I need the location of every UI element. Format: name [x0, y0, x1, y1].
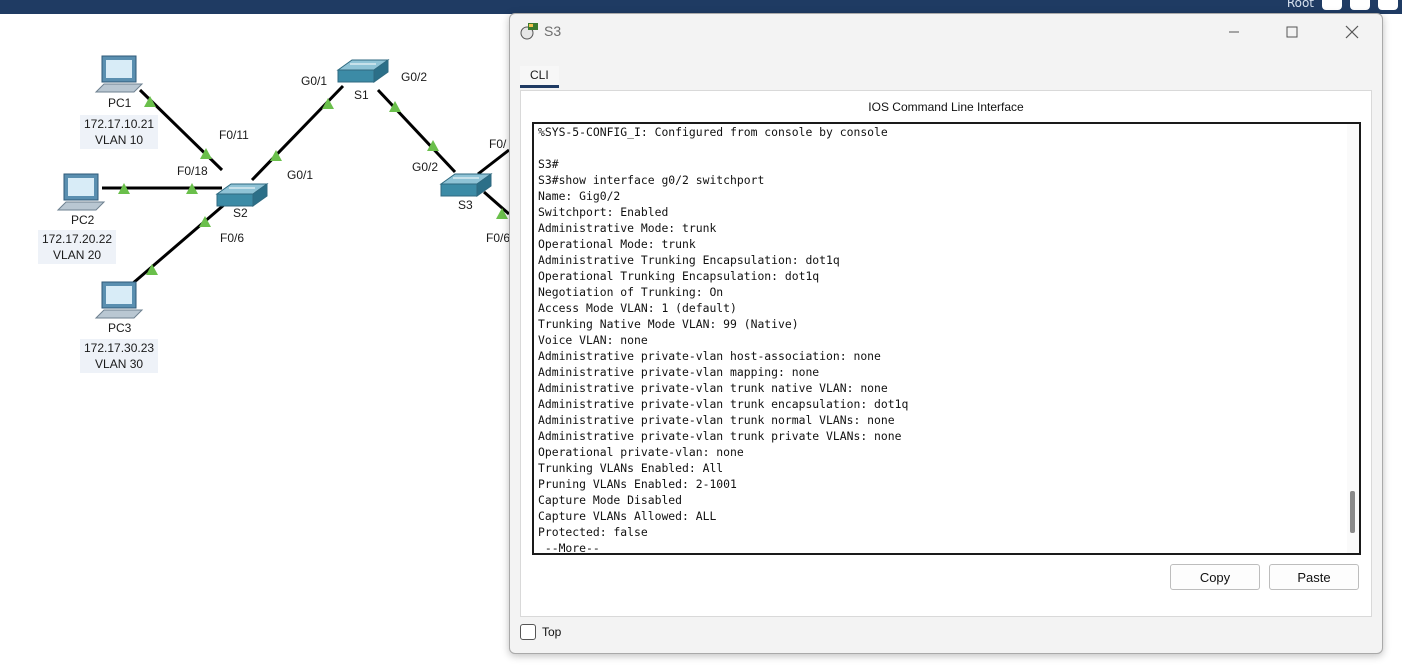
link-up-indicator	[322, 98, 334, 109]
switch-s3-icon	[439, 173, 493, 197]
pc3-name: PC3	[108, 321, 132, 335]
link-s3-right-top	[477, 148, 509, 176]
scrollbar-thumb[interactable]	[1350, 491, 1355, 533]
undo-icon[interactable]	[1320, 0, 1344, 12]
panel-title: IOS Command Line Interface	[868, 100, 1024, 114]
top-checkbox-row[interactable]: Top	[520, 624, 561, 640]
port-label-s2-f06: F0/6	[220, 231, 245, 245]
user-label: Root	[1286, 0, 1314, 10]
pc3-vlan: VLAN 30	[95, 357, 144, 371]
pc2-name: PC2	[71, 213, 95, 227]
port-label-s3-f0-bottom: F0/6	[486, 231, 511, 245]
link-up-indicator	[118, 183, 130, 194]
paste-button[interactable]: Paste	[1269, 564, 1359, 590]
port-label-s2-g01: G0/1	[287, 168, 314, 182]
pc1-vlan: VLAN 10	[95, 133, 144, 147]
link-up-indicator	[270, 150, 282, 161]
minimize-icon	[1229, 31, 1239, 33]
maximize-icon	[1286, 26, 1298, 38]
bell-icon[interactable]	[1348, 0, 1372, 12]
pc3-info: 172.17.30.23 VLAN 30	[80, 339, 159, 373]
window-titlebar[interactable]: S3	[510, 14, 1382, 48]
pc2-vlan: VLAN 20	[53, 248, 102, 262]
top-checkbox[interactable]	[520, 624, 536, 640]
close-icon	[1345, 25, 1359, 39]
link-s2-s1	[250, 84, 345, 182]
link-s3-right-bottom	[483, 190, 509, 216]
link-pc3-s2	[131, 202, 226, 286]
port-label-s3-g02: G0/2	[412, 160, 439, 174]
link-up-indicator	[186, 183, 198, 194]
app-icon	[520, 23, 538, 40]
link-up-indicator	[146, 264, 158, 275]
tab-bar: CLI	[520, 64, 559, 88]
pc1-icon	[94, 55, 144, 93]
settings-icon[interactable]	[1376, 0, 1400, 12]
switch-s1-icon	[336, 59, 390, 83]
link-s1-s3	[376, 88, 457, 174]
port-label-s1-g02: G0/2	[401, 70, 428, 84]
pc2-ip: 172.17.20.22	[42, 232, 113, 246]
link-up-indicator	[496, 208, 508, 219]
s3-name: S3	[458, 198, 473, 212]
pc1-info: 172.17.10.21 VLAN 10	[80, 115, 159, 149]
s2-name: S2	[233, 206, 248, 220]
port-label-s3-f0-top: F0/	[489, 137, 507, 151]
link-up-indicator	[427, 140, 439, 151]
port-label-s1-g01: G0/1	[301, 74, 328, 88]
link-up-indicator	[199, 216, 211, 227]
maximize-button[interactable]	[1272, 18, 1312, 46]
port-label-s2-f018: F0/18	[177, 164, 208, 178]
cli-panel: IOS Command Line Interface %SYS-5-CONFIG…	[520, 90, 1372, 617]
pc3-icon	[94, 281, 144, 319]
copy-button[interactable]: Copy	[1170, 564, 1260, 590]
link-up-indicator	[144, 96, 156, 107]
pc1-name: PC1	[108, 96, 132, 110]
tab-cli[interactable]: CLI	[520, 66, 559, 88]
top-checkbox-label: Top	[542, 625, 562, 639]
port-label-s2-f011: F0/11	[219, 128, 249, 142]
topology-canvas[interactable]: PC1 172.17.10.21 VLAN 10 PC2 172.17.20.2…	[0, 14, 511, 670]
pc3-ip: 172.17.30.23	[84, 341, 155, 355]
cli-terminal[interactable]: %SYS-5-CONFIG_I: Configured from console…	[532, 122, 1361, 555]
minimize-button[interactable]	[1214, 18, 1254, 46]
link-up-indicator	[389, 101, 401, 112]
topology-links	[56, 55, 509, 319]
link-up-indicator	[200, 148, 212, 159]
s1-name: S1	[354, 88, 369, 102]
close-button[interactable]	[1332, 18, 1372, 46]
switch-s2-icon	[215, 183, 269, 207]
terminal-scrollbar[interactable]	[1347, 124, 1359, 553]
pc2-icon	[56, 173, 106, 211]
cli-output[interactable]: %SYS-5-CONFIG_I: Configured from console…	[538, 125, 909, 555]
top-toolbar: Root	[0, 0, 1402, 14]
pc1-ip: 172.17.10.21	[84, 117, 155, 131]
window-title: S3	[544, 23, 562, 39]
device-window-s3[interactable]: S3 CLI IOS Command Line Interface %SYS-5…	[509, 13, 1383, 654]
pc2-info: 172.17.20.22 VLAN 20	[38, 230, 117, 264]
